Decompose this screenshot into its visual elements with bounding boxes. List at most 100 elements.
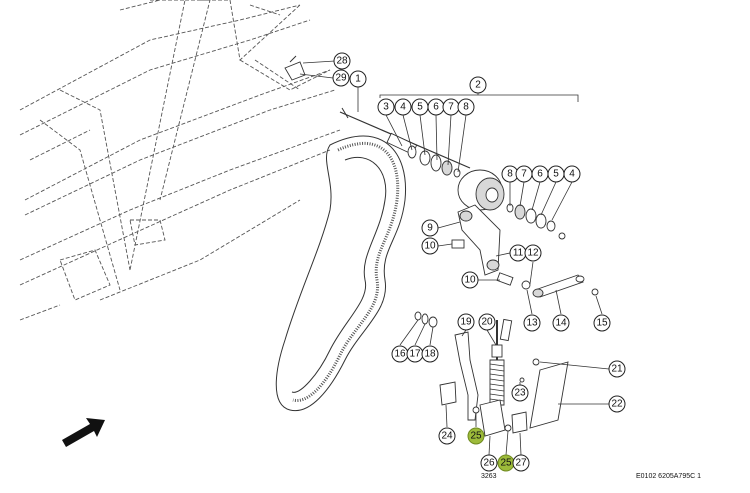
callout-25b-label: 25 — [500, 458, 512, 469]
callout-6-label: 6 — [433, 102, 439, 113]
callout-8-label: 8 — [463, 102, 469, 113]
reference-code: E0102 6205A795C 1 — [636, 473, 701, 480]
callout-14-label: 14 — [555, 318, 567, 329]
callout-10-label: 10 — [424, 241, 436, 252]
callout-7-label: 7 — [448, 102, 454, 113]
callout-24[interactable]: 24 — [438, 427, 456, 445]
spring-rod — [489, 318, 513, 420]
callout-25b[interactable]: 25 — [497, 454, 515, 472]
bracket-26 — [479, 399, 506, 437]
callout-7[interactable]: 7 — [442, 98, 460, 116]
callout-29-label: 29 — [335, 73, 347, 84]
callout-21[interactable]: 21 — [608, 360, 626, 378]
callout-14[interactable]: 14 — [552, 314, 570, 332]
nut-15 — [591, 288, 599, 296]
group-bracket — [379, 94, 579, 102]
callout-15-label: 15 — [596, 318, 608, 329]
callout-6[interactable]: 6 — [427, 98, 445, 116]
plate-24 — [439, 381, 457, 406]
screw-23 — [519, 377, 525, 383]
callout-9[interactable]: 9 — [421, 219, 439, 237]
upper-washer-stack — [386, 132, 461, 178]
top-clip — [284, 55, 306, 81]
callout-27-label: 27 — [515, 458, 527, 469]
small-washers — [414, 311, 438, 328]
callout-3-label: 3 — [383, 102, 389, 113]
callout-4b-label: 4 — [569, 169, 575, 180]
callout-17[interactable]: 17 — [406, 345, 424, 363]
callout-5-label: 5 — [417, 102, 423, 113]
lever-bracket — [454, 331, 479, 421]
callout-10b-label: 10 — [464, 275, 476, 286]
arrow-up-right-icon — [62, 418, 105, 447]
callout-29[interactable]: 29 — [332, 69, 350, 87]
callout-19-label: 19 — [460, 317, 472, 328]
callout-22-label: 22 — [611, 399, 623, 410]
callout-1[interactable]: 1 — [349, 70, 367, 88]
callout-7b-label: 7 — [521, 169, 527, 180]
machine-frame — [19, 0, 341, 321]
callout-13[interactable]: 13 — [523, 314, 541, 332]
callout-19[interactable]: 19 — [457, 313, 475, 331]
callout-26[interactable]: 26 — [480, 454, 498, 472]
bushing-upper — [451, 239, 465, 249]
leader-lines — [299, 60, 610, 456]
callout-10b[interactable]: 10 — [461, 271, 479, 289]
tensioner-arm — [457, 204, 501, 276]
callout-4-label: 4 — [400, 102, 406, 113]
callout-11[interactable]: 11 — [509, 244, 527, 262]
callout-13-label: 13 — [526, 318, 538, 329]
callout-15[interactable]: 15 — [593, 314, 611, 332]
nut-25a — [472, 406, 480, 414]
bushing-lower — [496, 272, 514, 286]
callout-28[interactable]: 28 — [333, 52, 351, 70]
washer-21 — [532, 358, 540, 366]
callout-25[interactable]: 25 — [467, 427, 485, 445]
callout-4b[interactable]: 4 — [563, 165, 581, 183]
callout-22[interactable]: 22 — [608, 395, 626, 413]
callout-3[interactable]: 3 — [377, 98, 395, 116]
callout-27[interactable]: 27 — [512, 454, 530, 472]
callout-12[interactable]: 12 — [524, 244, 542, 262]
callout-6b[interactable]: 6 — [531, 165, 549, 183]
link-arm — [532, 274, 585, 298]
callout-2-label: 2 — [475, 80, 481, 91]
callout-23[interactable]: 23 — [511, 384, 529, 402]
callout-5b[interactable]: 5 — [547, 165, 565, 183]
callout-24-label: 24 — [441, 431, 453, 442]
callout-7b[interactable]: 7 — [515, 165, 533, 183]
callout-bubbles: 1 2 3 4 5 6 7 8 8 7 6 5 4 9 10 11 12 10 … — [332, 52, 626, 472]
idler-pulley — [457, 169, 505, 211]
callout-9-label: 9 — [427, 223, 433, 234]
callout-2[interactable]: 2 — [469, 76, 487, 94]
callout-21-label: 21 — [611, 364, 623, 375]
callout-11-label: 11 — [513, 248, 524, 259]
nut-25b — [504, 424, 512, 432]
drive-belt — [275, 135, 407, 412]
callout-23-label: 23 — [514, 388, 526, 399]
callout-20-label: 20 — [481, 317, 493, 328]
callout-8[interactable]: 8 — [457, 98, 475, 116]
callout-28-label: 28 — [336, 56, 348, 67]
callout-6b-label: 6 — [537, 169, 543, 180]
callout-18-label: 18 — [424, 349, 436, 360]
callout-16-label: 16 — [394, 349, 406, 360]
callout-18[interactable]: 18 — [421, 345, 439, 363]
callout-25-label: 25 — [470, 431, 482, 442]
callout-16[interactable]: 16 — [391, 345, 409, 363]
callout-12-label: 12 — [527, 248, 539, 259]
callout-20[interactable]: 20 — [478, 313, 496, 331]
callout-17-label: 17 — [409, 349, 421, 360]
callout-10[interactable]: 10 — [421, 237, 439, 255]
callout-5b-label: 5 — [553, 169, 559, 180]
cover-panel — [529, 361, 569, 429]
callout-26-label: 26 — [483, 458, 495, 469]
callout-1-label: 1 — [355, 74, 361, 85]
lower-washer-stack — [506, 203, 566, 240]
drawing-number: 3263 — [481, 473, 497, 480]
callout-8b-label: 8 — [507, 169, 513, 180]
callout-4[interactable]: 4 — [394, 98, 412, 116]
washer-13 — [521, 280, 531, 290]
callout-5[interactable]: 5 — [411, 98, 429, 116]
